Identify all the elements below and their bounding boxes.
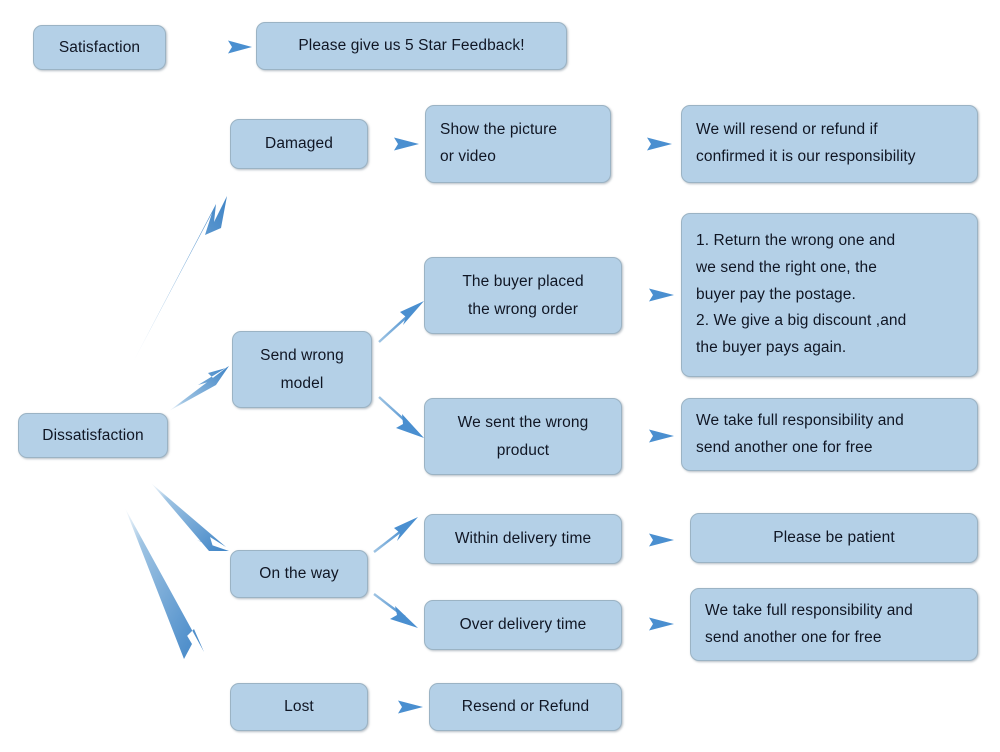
- arrow-satisfaction-to-five-star: [176, 40, 252, 54]
- node-return-options-label: 1. Return the wrong one and we send the …: [696, 232, 907, 356]
- node-we-sent-wrong-product[interactable]: We sent the wrong product: [424, 398, 622, 475]
- node-resend-or-refund[interactable]: Resend or Refund: [429, 683, 622, 731]
- node-on-the-way-label: On the way: [259, 565, 339, 583]
- node-please-be-patient-label: Please be patient: [773, 529, 895, 547]
- node-over-delivery-time-label: Over delivery time: [459, 616, 587, 634]
- node-five-star-feedback[interactable]: Please give us 5 Star Feedback!: [256, 22, 567, 70]
- arrow-buyer-wrong-order-to-return-options: [628, 288, 674, 302]
- node-buyer-placed-wrong-order-label: The buyer placed the wrong order: [462, 273, 584, 318]
- node-full-responsibility-2-label: We take full responsibility and send ano…: [705, 601, 913, 646]
- node-five-star-feedback-label: Please give us 5 Star Feedback!: [298, 37, 525, 55]
- node-satisfaction[interactable]: Satisfaction: [33, 25, 166, 70]
- node-dissatisfaction-label: Dissatisfaction: [42, 426, 144, 444]
- node-lost[interactable]: Lost: [230, 683, 368, 731]
- arrow-damaged-to-show-picture: [375, 137, 419, 151]
- arrow-dissatisfaction-to-damaged: [131, 196, 227, 366]
- node-resend-or-refund-if-confirmed-label: We will resend or refund if confirmed it…: [696, 121, 916, 165]
- arrow-show-picture-to-resend-refund: [618, 137, 672, 151]
- arrow-on-the-way-to-over-delivery: [373, 593, 418, 628]
- node-return-options[interactable]: 1. Return the wrong one and we send the …: [681, 213, 978, 377]
- arrow-within-delivery-to-be-patient: [629, 533, 674, 547]
- node-resend-or-refund-label: Resend or Refund: [461, 698, 590, 716]
- node-within-delivery-time[interactable]: Within delivery time: [424, 514, 622, 564]
- node-send-wrong-model-label: Send wrong model: [260, 347, 344, 392]
- arrow-over-delivery-to-full-resp: [629, 617, 674, 631]
- node-resend-or-refund-if-confirmed[interactable]: We will resend or refund if confirmed it…: [681, 105, 978, 183]
- node-send-wrong-model[interactable]: Send wrong model: [232, 331, 372, 408]
- node-within-delivery-time-label: Within delivery time: [454, 530, 592, 548]
- arrow-dissatisfaction-to-on-the-way: [151, 483, 229, 551]
- node-show-picture-or-video-label: Show the picture or video: [440, 121, 558, 165]
- node-over-delivery-time[interactable]: Over delivery time: [424, 600, 622, 650]
- node-buyer-placed-wrong-order[interactable]: The buyer placed the wrong order: [424, 257, 622, 334]
- arrow-dissatisfaction-to-lost: [125, 508, 204, 659]
- node-full-responsibility-1-label: We take full responsibility and send ano…: [696, 411, 904, 456]
- node-lost-label: Lost: [284, 698, 314, 716]
- arrow-send-wrong-model-to-buyer-wrong-order: [378, 301, 424, 343]
- arrow-dissatisfaction-to-send-wrong-model: [169, 366, 229, 411]
- node-show-picture-or-video[interactable]: Show the picture or video: [425, 105, 611, 183]
- node-please-be-patient[interactable]: Please be patient: [690, 513, 978, 563]
- arrow-lost-to-resend-or-refund: [376, 700, 423, 714]
- node-full-responsibility-1[interactable]: We take full responsibility and send ano…: [681, 398, 978, 471]
- arrow-we-sent-wrong-to-full-resp: [628, 429, 674, 443]
- node-damaged-label: Damaged: [265, 135, 333, 153]
- node-dissatisfaction[interactable]: Dissatisfaction: [18, 413, 168, 458]
- node-full-responsibility-2[interactable]: We take full responsibility and send ano…: [690, 588, 978, 661]
- node-satisfaction-label: Satisfaction: [58, 38, 141, 56]
- node-we-sent-wrong-product-label: We sent the wrong product: [457, 414, 589, 459]
- node-damaged[interactable]: Damaged: [230, 119, 368, 169]
- arrow-on-the-way-to-within-delivery: [373, 517, 418, 553]
- node-on-the-way[interactable]: On the way: [230, 550, 368, 598]
- arrow-send-wrong-model-to-we-sent-wrong: [378, 396, 424, 438]
